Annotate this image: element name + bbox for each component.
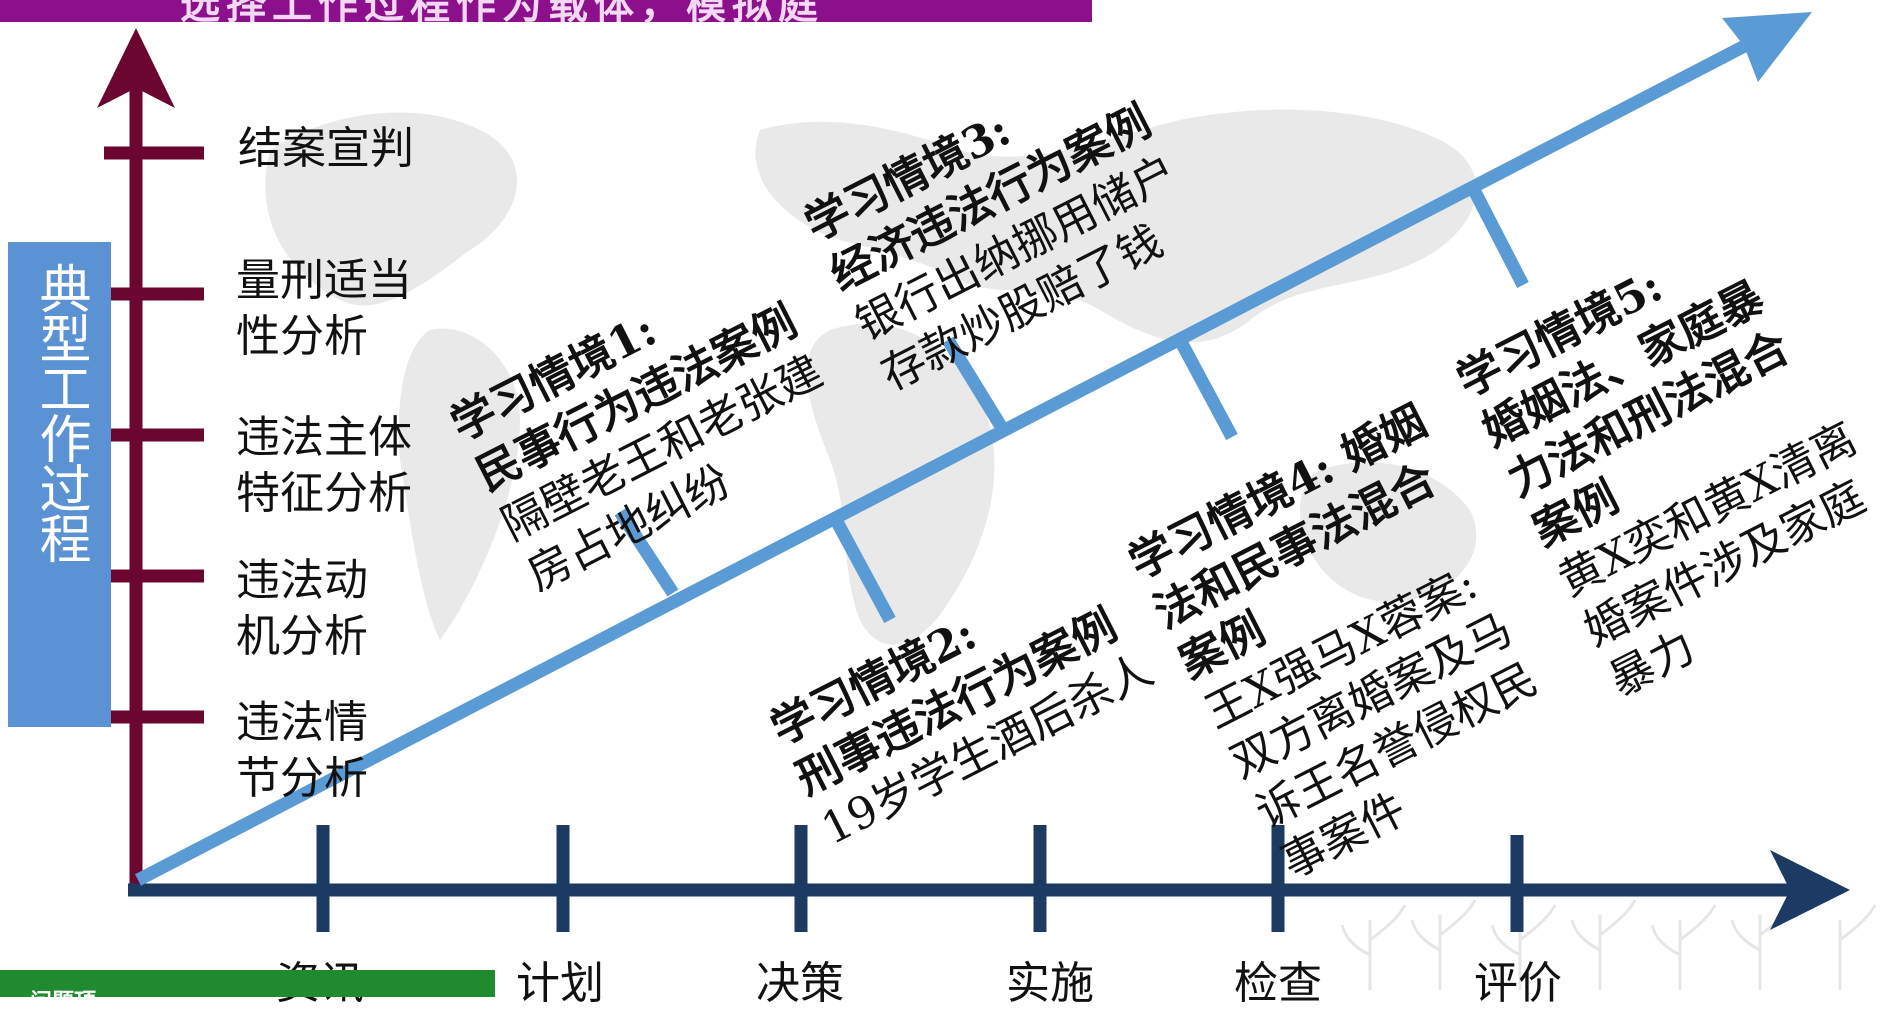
page-title: 选择工作过程作为载体，模拟庭 xyxy=(180,0,824,28)
x-stage-label: 检查 xyxy=(1234,958,1322,1009)
side-label-box: 典型工作过程 xyxy=(8,242,111,727)
y-stage-line: 结案宣判 xyxy=(238,123,414,174)
y-axis-arrow-icon xyxy=(97,28,175,108)
x-stage-label: 实施 xyxy=(1006,958,1094,1009)
y-stage-label: 结案宣判 xyxy=(238,121,414,177)
x-stage-label: 评价 xyxy=(1474,958,1562,1009)
y-stage-line: 节分析 xyxy=(236,753,368,804)
connector xyxy=(830,516,896,624)
y-stage-line: 违法情 xyxy=(236,697,368,748)
y-axis xyxy=(97,28,204,890)
y-stage-line: 违法主体 xyxy=(236,412,412,463)
diagonal-arrow-icon xyxy=(1722,12,1812,82)
connector xyxy=(1468,187,1529,288)
y-stage-line: 特征分析 xyxy=(236,468,412,519)
x-stage-label: 决策 xyxy=(756,958,844,1009)
connector xyxy=(614,508,679,597)
x-axis-arrow-icon xyxy=(1770,850,1850,930)
y-stage-label: 违法情 节分析 xyxy=(236,695,368,807)
y-stage-line: 机分析 xyxy=(236,611,368,662)
y-stage-label: 违法主体 特征分析 xyxy=(236,410,412,522)
y-stage-label: 违法动 机分析 xyxy=(236,553,368,665)
progress-diagonal xyxy=(135,12,1812,886)
title-bar: 选择工作过程作为载体，模拟庭 xyxy=(0,0,1092,28)
x-stage-label: 计划 xyxy=(516,958,604,1009)
connector xyxy=(942,336,1008,432)
y-stage-label: 量刑适当 性分析 xyxy=(236,253,412,365)
connector xyxy=(1174,336,1238,441)
y-stage-line: 量刑适当 xyxy=(236,255,412,306)
footer-strip xyxy=(0,970,495,997)
x-axis xyxy=(128,825,1850,932)
footer-label: 问题顶 xyxy=(30,990,97,1015)
side-label: 典型工作过程 xyxy=(30,262,90,562)
y-stage-line: 性分析 xyxy=(236,311,368,362)
y-stage-line: 违法动 xyxy=(236,555,368,606)
